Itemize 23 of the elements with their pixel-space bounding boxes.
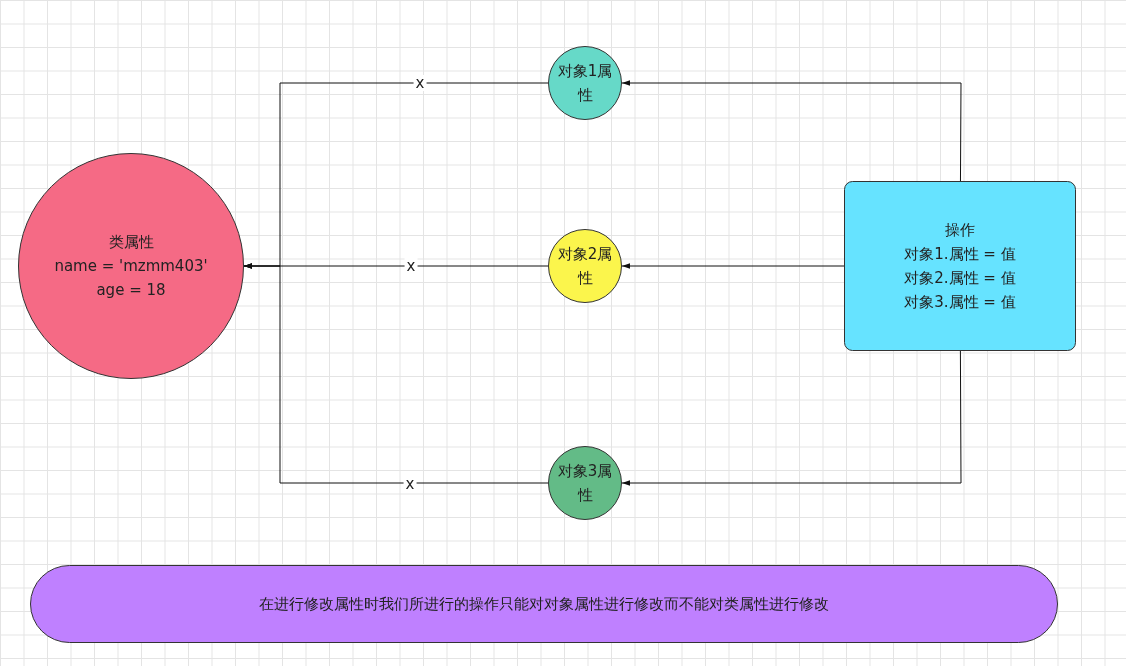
node-text: 对象3属性	[556, 461, 614, 506]
node-text: name = 'mzmm403'	[54, 256, 208, 277]
node-text: 对象1.属性 = 值	[904, 244, 1016, 265]
process-box	[844, 181, 1076, 351]
node-text: 对象3.属性 = 值	[904, 292, 1016, 313]
node-text: 对象2属性	[556, 244, 614, 289]
edge-label: x	[404, 258, 418, 274]
object-circle	[548, 46, 622, 120]
edge-label: x	[413, 75, 427, 91]
class-circle	[18, 153, 244, 379]
node-text: 类属性	[108, 232, 154, 253]
node-text: 对象2.属性 = 值	[904, 268, 1016, 289]
node-text: age = 18	[96, 280, 166, 301]
node-text: 对象1属性	[556, 61, 614, 106]
arrow	[621, 263, 845, 269]
arrow	[243, 263, 549, 484]
node-text: 在进行修改属性时我们所进行的操作只能对对象属性进行修改而不能对类属性进行修改	[259, 594, 829, 615]
arrow	[621, 80, 962, 182]
note-pill	[30, 565, 1058, 643]
object-circle	[548, 446, 622, 520]
object-circle	[548, 229, 622, 303]
arrow	[621, 350, 962, 486]
node-text: 操作	[945, 220, 975, 241]
